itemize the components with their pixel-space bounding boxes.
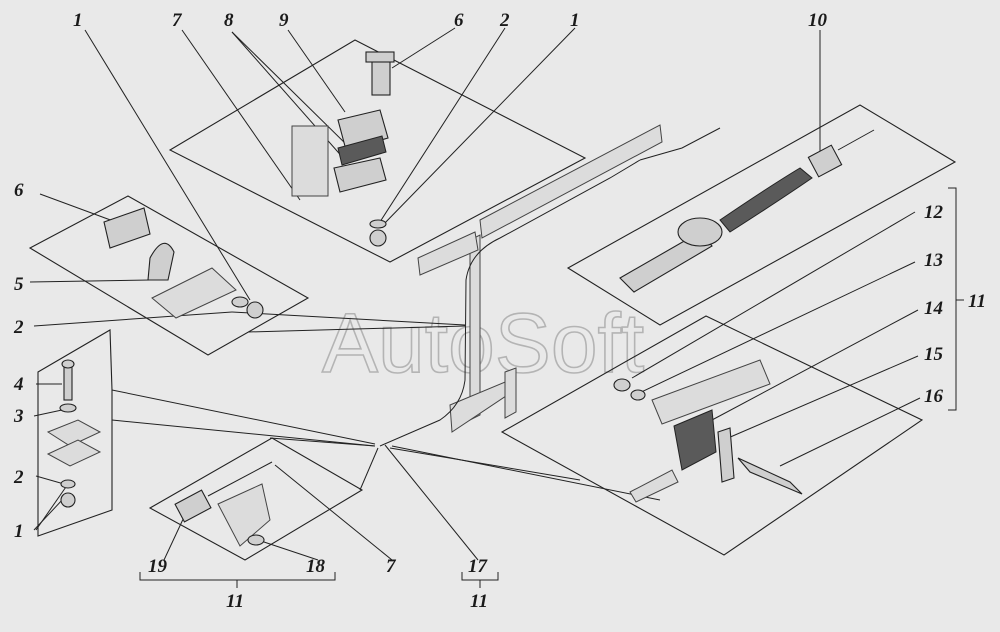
label-bottom-19: 19 xyxy=(148,556,168,577)
callout-labels: 1 7 8 9 6 2 1 10 6 5 2 4 3 2 1 12 13 14 … xyxy=(13,10,986,612)
mounting-plate xyxy=(651,359,771,425)
label-left-1: 1 xyxy=(14,521,24,542)
label-right-group-11: 11 xyxy=(968,291,986,312)
label-right-13: 13 xyxy=(924,250,943,271)
nut-1-left xyxy=(246,301,264,319)
bolt-6-left xyxy=(103,207,151,249)
label-bottom-17: 17 xyxy=(468,556,489,577)
label-top-1-left: 1 xyxy=(73,10,83,31)
pad-lower xyxy=(46,439,102,467)
label-bottom-18: 18 xyxy=(306,556,326,577)
label-top-10: 10 xyxy=(808,10,828,31)
serrated-strip-8 xyxy=(337,135,387,166)
label-left-2: 2 xyxy=(13,317,24,338)
bushing-19 xyxy=(174,489,212,523)
washer-18 xyxy=(247,534,265,546)
label-left-4: 4 xyxy=(13,374,24,395)
mount-block xyxy=(151,267,237,319)
clutch-cable xyxy=(379,159,641,447)
cable-boot xyxy=(719,167,813,233)
bottom-bracket-panel xyxy=(148,437,364,561)
washer-2-left xyxy=(231,296,249,308)
mounting-structure xyxy=(417,124,663,433)
top-detail-panel xyxy=(168,39,587,263)
clamp-strip-7 xyxy=(333,157,387,193)
label-left-6: 6 xyxy=(14,180,24,201)
left-clamp-parts xyxy=(103,207,264,319)
leader-lines xyxy=(29,27,921,561)
label-left-3: 3 xyxy=(13,406,24,427)
label-right-15: 15 xyxy=(924,344,944,365)
top-assembly-parts xyxy=(291,51,395,247)
pin-7 xyxy=(207,461,273,497)
bottom-bracket-parts xyxy=(174,461,273,547)
label-top-7: 7 xyxy=(172,10,183,31)
bracket-plate-bottom xyxy=(217,483,271,547)
label-top-6: 6 xyxy=(454,10,464,31)
cable-end-parts xyxy=(619,129,875,293)
bolt-4 xyxy=(63,365,73,401)
watermark: AutoSoft xyxy=(322,296,644,390)
label-right-12: 12 xyxy=(924,202,944,223)
bracket-plate xyxy=(291,125,329,197)
label-top-8: 8 xyxy=(224,10,234,31)
label-top-9: 9 xyxy=(279,10,289,31)
pad-upper xyxy=(46,419,102,447)
nut-1 xyxy=(369,229,387,247)
clip-5 xyxy=(147,242,175,281)
pad-block-14 xyxy=(673,409,717,471)
left-clamp-panel xyxy=(28,195,310,356)
nut-1-set xyxy=(60,492,76,508)
cable-end-panel xyxy=(566,104,957,326)
label-left-5: 5 xyxy=(14,274,24,295)
left-fastener-parts xyxy=(46,359,102,508)
washer-3 xyxy=(59,403,77,413)
rubber-roll xyxy=(629,469,679,503)
label-top-2: 2 xyxy=(499,10,510,31)
label-left-2b: 2 xyxy=(13,467,24,488)
pad-bracket-panel xyxy=(500,315,924,556)
bolt-16 xyxy=(737,457,803,495)
washer-2-set xyxy=(60,479,76,489)
label-bottom-group-11b: 11 xyxy=(470,591,488,612)
cable-sleeve xyxy=(807,144,843,178)
spacer-15 xyxy=(717,427,735,483)
label-right-16: 16 xyxy=(924,386,944,407)
left-fastener-panel xyxy=(37,329,113,537)
label-right-14: 14 xyxy=(924,298,943,319)
washer-2 xyxy=(369,219,387,229)
label-bottom-7: 7 xyxy=(386,556,397,577)
label-bottom-group-11a: 11 xyxy=(226,591,244,612)
cable-flange xyxy=(677,217,723,247)
nut-12 xyxy=(613,378,631,392)
washer-13 xyxy=(630,389,646,401)
cable-rod-10 xyxy=(837,129,875,151)
pad-bracket-parts xyxy=(613,359,803,503)
label-top-1-right: 1 xyxy=(570,10,580,31)
group-brackets xyxy=(139,187,964,588)
